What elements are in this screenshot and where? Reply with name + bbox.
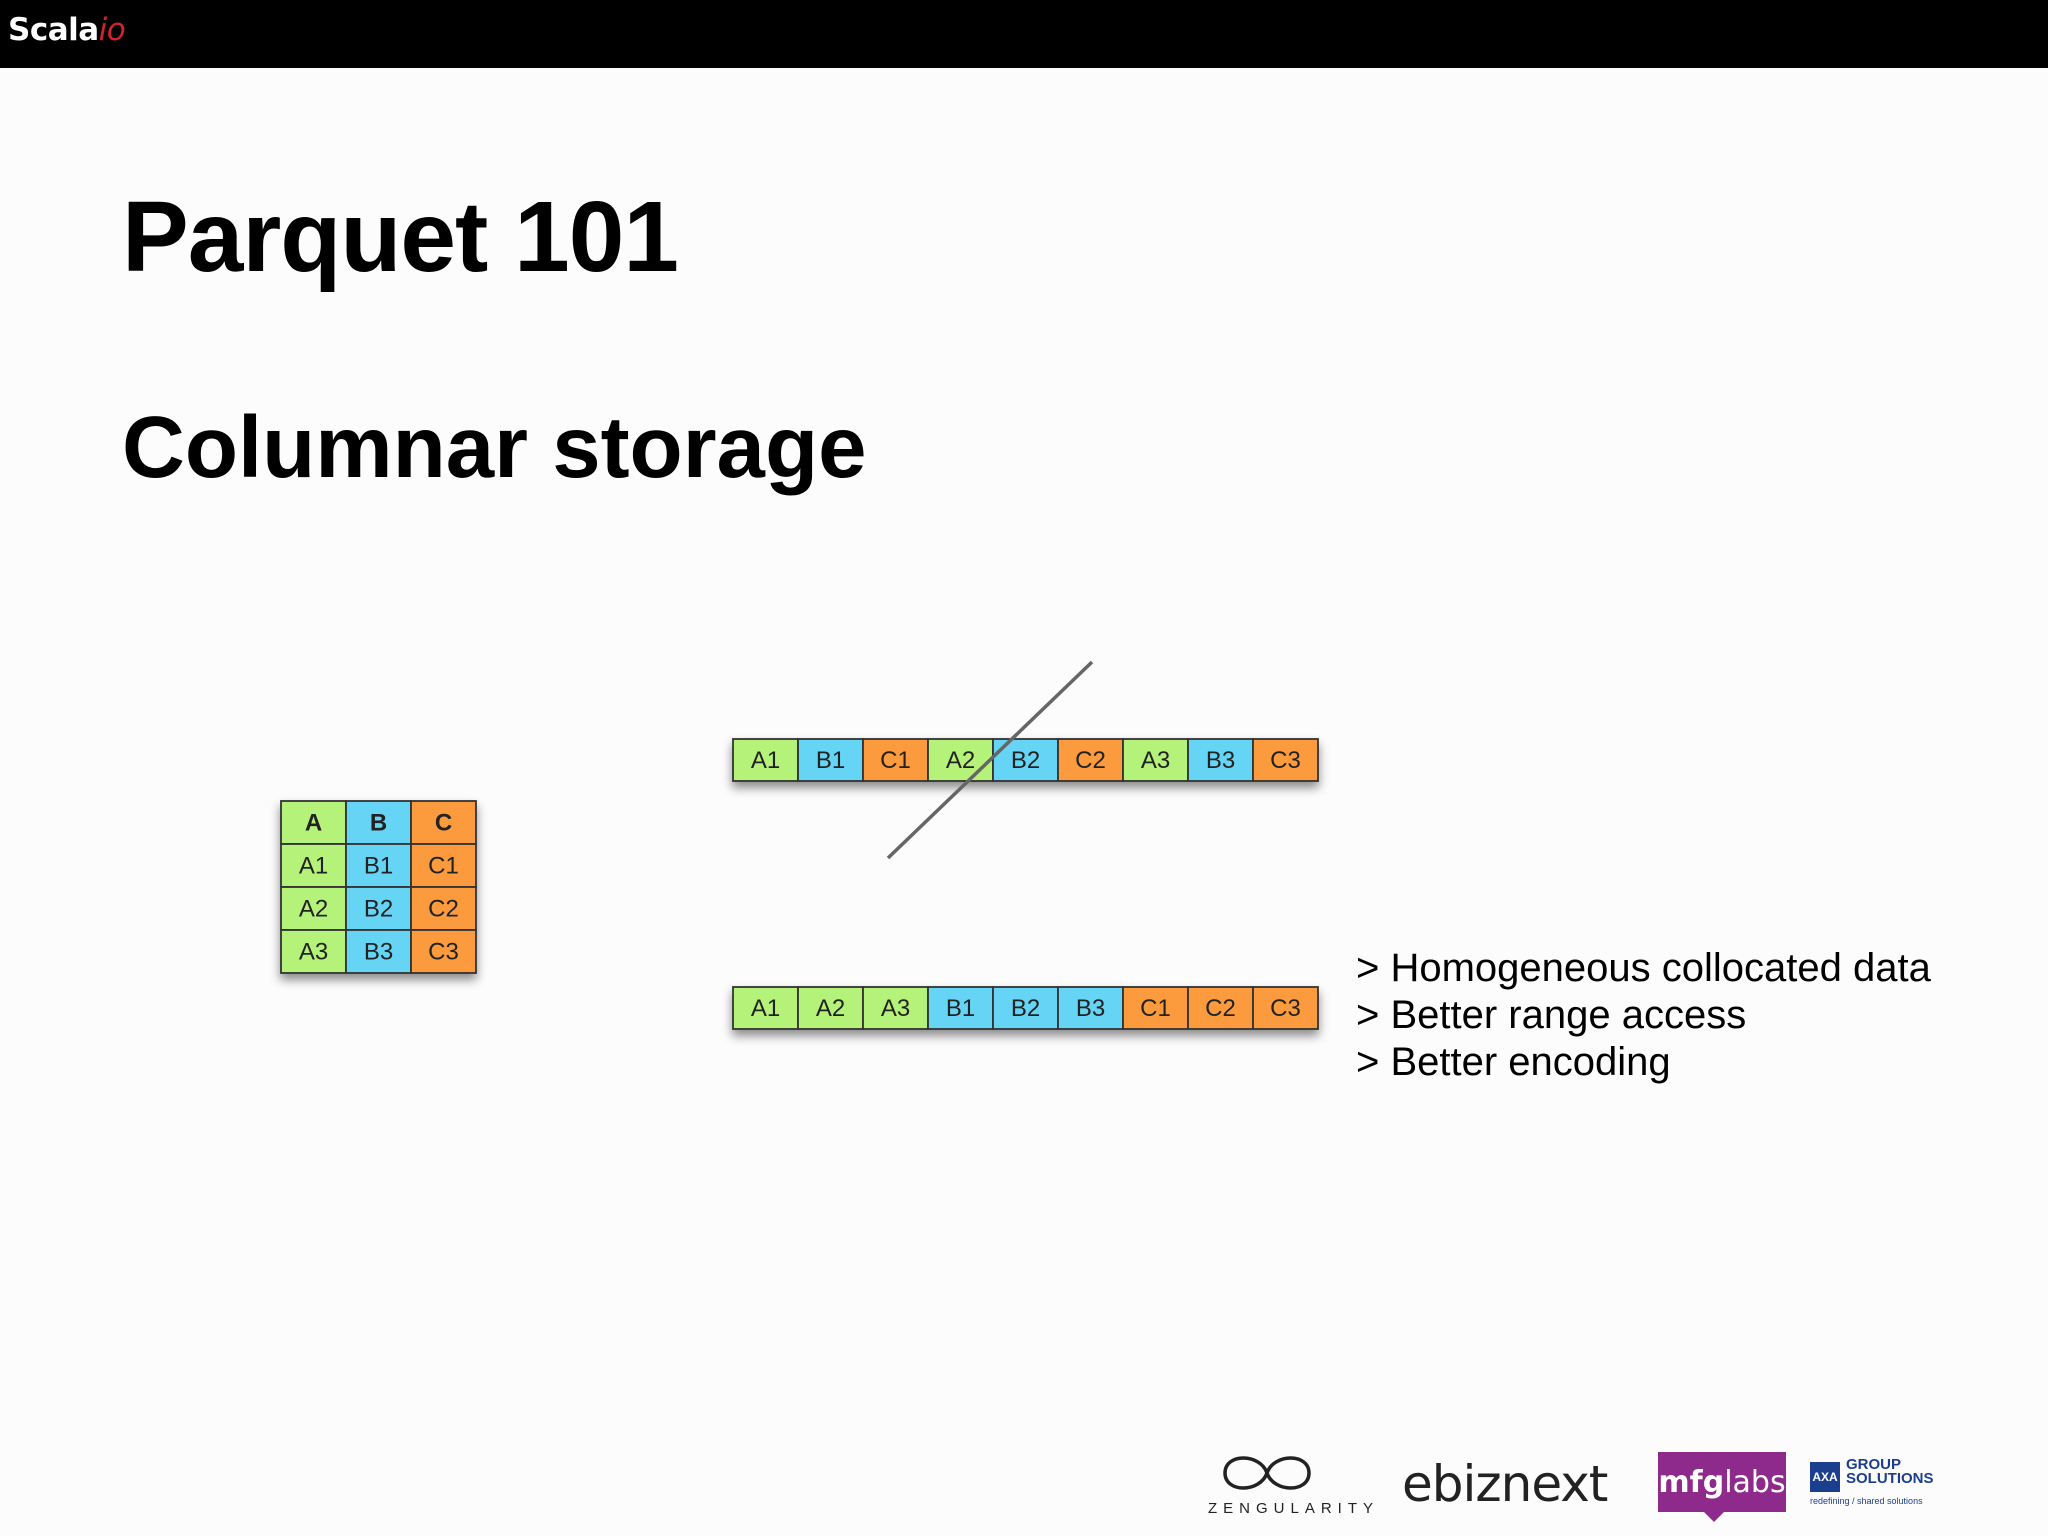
- axa-line1: GROUP: [1846, 1456, 1902, 1473]
- table-header-cell-label: A: [305, 810, 322, 837]
- row-strip-cell-label: B2: [1011, 747, 1040, 774]
- strikethrough-line: [886, 660, 1094, 860]
- column-strip-cell-box: [1057, 986, 1124, 1030]
- axa-line2: SOLUTIONS: [1846, 1470, 1934, 1487]
- row-oriented-strip: A1 B1 C1 A2 B2 C2 A3 B3 C3: [732, 738, 1319, 782]
- column-strip-cell-box: [1252, 986, 1319, 1030]
- table-cell-box: [410, 929, 477, 974]
- row-strip-cell-label: C1: [880, 747, 911, 774]
- column-strip-cell-label: B2: [1011, 995, 1040, 1022]
- slide-title: Parquet 101: [122, 181, 679, 293]
- row-strip-cell-label: C2: [1075, 747, 1106, 774]
- row-strip-cell-label: B1: [816, 747, 845, 774]
- column-strip-cell-box: [1122, 986, 1189, 1030]
- table-header-cell-box: [280, 800, 347, 845]
- row-strip-cell-label: A3: [1141, 747, 1170, 774]
- mfglabs-accent: labs: [1724, 1464, 1786, 1500]
- table-cell-label: A1: [299, 853, 328, 880]
- zengularity-label: ZENGULARITY: [1208, 1500, 1380, 1517]
- table-cell-label: C2: [428, 896, 459, 923]
- column-strip-cell-label: B1: [946, 995, 975, 1022]
- row-strip-cell-box: [1057, 738, 1124, 782]
- brand-main: Scala: [8, 12, 99, 48]
- row-strip-cell-box: [1252, 738, 1319, 782]
- ebiznext-label: ebiznext: [1402, 1455, 1608, 1513]
- benefits-list: > Homogeneous collocated data > Better r…: [1356, 945, 1931, 1086]
- table-cell-label: A3: [299, 939, 328, 966]
- table-header-cell-label: C: [435, 810, 452, 837]
- bullet-item: > Homogeneous collocated data: [1356, 946, 1931, 990]
- mfglabs-speech-tail: [1700, 1508, 1728, 1522]
- bullet-item: > Better encoding: [1356, 1040, 1671, 1084]
- column-strip-cell-label: B3: [1076, 995, 1105, 1022]
- row-strip-cell-label: C3: [1270, 747, 1301, 774]
- row-strip-cell-box: [797, 738, 864, 782]
- table-cell-label: C3: [428, 939, 459, 966]
- axa-badge: AXA: [1810, 1462, 1840, 1492]
- row-strip-cell-label: A1: [751, 747, 780, 774]
- table-cell-label: B3: [364, 939, 393, 966]
- axa-title: GROUP SOLUTIONS: [1846, 1456, 1934, 1487]
- table-cell-box: [345, 929, 412, 974]
- table-cell-box: [280, 843, 347, 888]
- zengularity-logo: [1223, 1456, 1311, 1490]
- row-strip-cell-box: [1122, 738, 1189, 782]
- table-cell-label: B1: [364, 853, 393, 880]
- column-strip-cell-label: A3: [881, 995, 910, 1022]
- column-strip-cell-label: A2: [816, 995, 845, 1022]
- column-strip-cell-label: C3: [1270, 995, 1301, 1022]
- mfglabs-main: mfg: [1658, 1464, 1725, 1500]
- row-strip-cell-label: B3: [1206, 747, 1235, 774]
- column-oriented-strip: A1 A2 A3 B1 B2 B3 C1 C2 C3: [732, 986, 1319, 1030]
- column-strip-cell-box: [797, 986, 864, 1030]
- column-strip-cell-box: [862, 986, 929, 1030]
- table-cell-label: C1: [428, 853, 459, 880]
- slide-subtitle: Columnar storage: [122, 399, 867, 496]
- axa-group-solutions-logo: AXA GROUP SOLUTIONS redefining / shared …: [1810, 1456, 1950, 1510]
- axa-tagline: redefining / shared solutions: [1810, 1496, 1923, 1506]
- column-strip-cell-box: [1187, 986, 1254, 1030]
- column-strip-cell-label: C1: [1140, 995, 1171, 1022]
- table-cell-label: B2: [364, 896, 393, 923]
- table-header-cell-box: [410, 800, 477, 845]
- column-strip-cell-label: A1: [751, 995, 780, 1022]
- table-header-cell-label: B: [370, 810, 387, 837]
- bullet-item: > Better range access: [1356, 993, 1747, 1037]
- top-bar: Scalaio: [0, 0, 2048, 68]
- table-cell-label: A2: [299, 896, 328, 923]
- ebiznext-logo: ebiznext: [1402, 1455, 1608, 1513]
- brand-accent: io: [98, 12, 126, 48]
- row-strip-cell-label: A2: [946, 747, 975, 774]
- column-strip-cell-label: C2: [1205, 995, 1236, 1022]
- row-strip-cell-box: [1187, 738, 1254, 782]
- row-strip-cell-box: [732, 738, 799, 782]
- scalaio-logo: Scalaio: [8, 12, 126, 48]
